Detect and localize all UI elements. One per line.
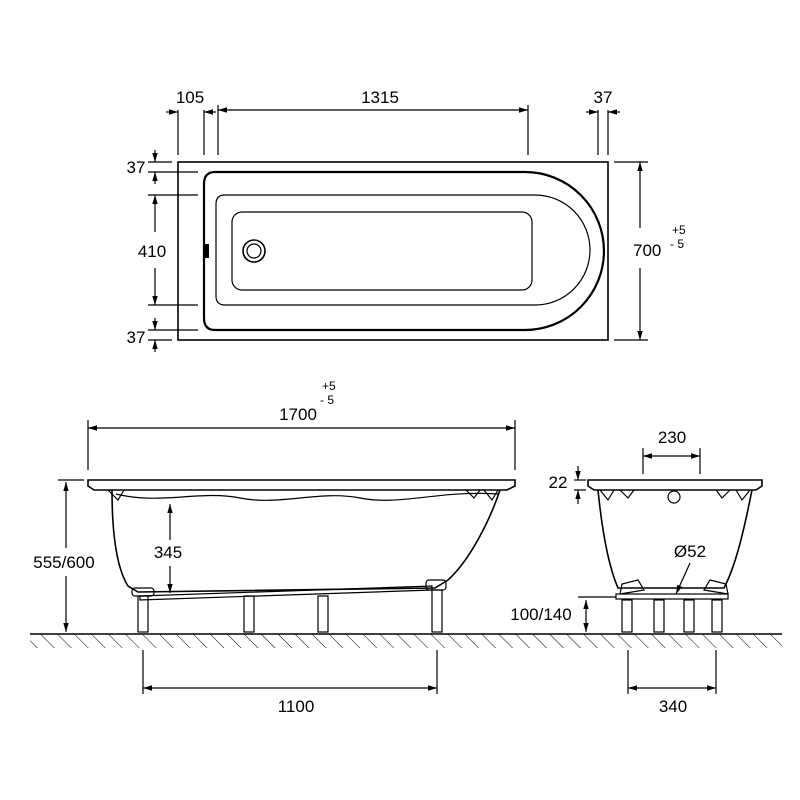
end-view-body [597, 489, 753, 589]
leg [431, 589, 443, 633]
dim-700-tol-plus: +5 [672, 223, 686, 237]
end-view-legs [621, 599, 723, 633]
dim-52-leader [675, 562, 691, 595]
dim-1700-label: 1700 [279, 405, 317, 424]
leg [621, 599, 633, 633]
dim-555-600-label: 555/600 [33, 553, 94, 572]
dim-105-label: 105 [176, 88, 204, 107]
top-view-bowl-bottom [231, 211, 533, 291]
rim-bracket [619, 489, 635, 499]
ground [30, 633, 782, 648]
rim-bracket [715, 489, 731, 499]
drain-inner-circle [246, 243, 262, 259]
dim-345-label: 345 [154, 543, 182, 562]
dim-37-left-top-label: 37 [127, 158, 146, 177]
leg [317, 595, 329, 633]
dim-22-label: 22 [549, 473, 568, 492]
dim-100-140-label: 100/140 [510, 605, 571, 624]
top-view: 105 1315 37 37 410 37 700 +5 - [127, 88, 686, 352]
foot-block [703, 579, 729, 595]
dim-340-label: 340 [659, 697, 687, 716]
side-view-legs [131, 579, 447, 633]
rim-bracket [599, 489, 615, 502]
rim-bracket [735, 489, 751, 502]
dim-230-label: 230 [658, 428, 686, 447]
rim-bracket [483, 489, 499, 502]
leg [711, 599, 723, 633]
drain-outer-circle [242, 239, 266, 263]
dim-700-label: 700 [633, 241, 661, 260]
end-view: 230 22 Ø52 100/140 340 [510, 428, 763, 716]
leg [137, 595, 149, 633]
dim-52-label: Ø52 [674, 542, 706, 561]
side-view: 1700 +5 - 5 555/600 345 1100 [33, 379, 516, 716]
support-frame-bar [139, 585, 433, 601]
dim-410-label: 410 [138, 242, 166, 261]
side-view-rim [87, 479, 516, 491]
end-view-rim [587, 479, 763, 491]
drain-opening-circle [667, 490, 681, 504]
dim-1700-tol-plus: +5 [322, 379, 336, 393]
dim-1700-tol-minus: - 5 [320, 393, 334, 407]
ground-hatch [30, 634, 782, 648]
foot-block [619, 579, 645, 595]
top-view-bowl-step [215, 194, 591, 306]
dim-1100-label: 1100 [278, 697, 315, 716]
rim-bracket [107, 489, 125, 501]
side-view-body [111, 489, 501, 593]
leg [683, 599, 695, 633]
rim-bracket [465, 489, 481, 499]
overflow-mark [205, 244, 209, 258]
end-view-frame-bar [615, 593, 729, 600]
side-view-water-line [115, 492, 499, 501]
leg [653, 599, 665, 633]
leg [243, 595, 255, 633]
dim-37-top-label: 37 [594, 88, 613, 107]
dim-37-left-bottom-label: 37 [127, 328, 146, 347]
dim-700-tol-minus: - 5 [670, 237, 684, 251]
top-view-outer-rim [177, 161, 609, 341]
dim-1315-label: 1315 [361, 88, 399, 107]
top-view-bowl-outer [202, 170, 606, 332]
